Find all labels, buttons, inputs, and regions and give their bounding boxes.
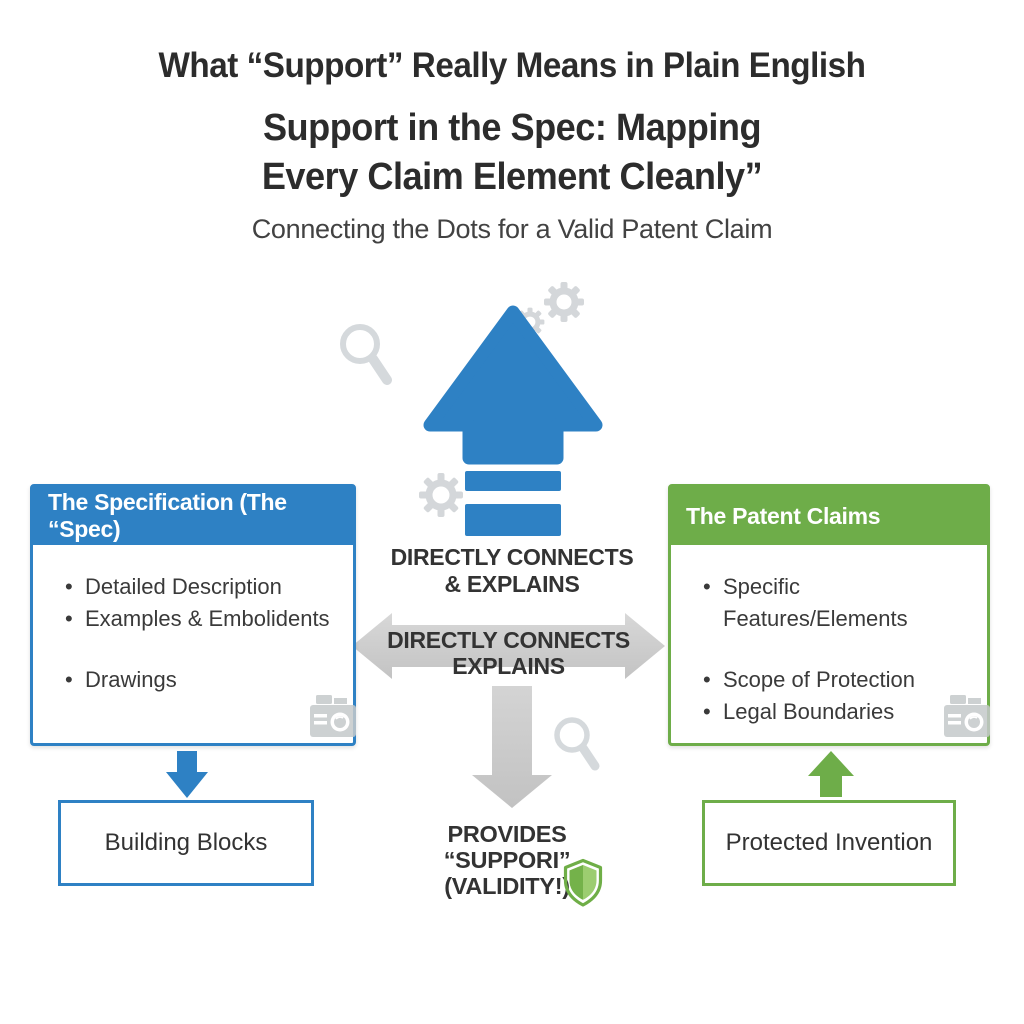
specification-box: The Specification (The “Spec) Detailed D… bbox=[30, 484, 356, 746]
bullet-label: Detailed Description bbox=[85, 574, 282, 599]
secondary-title-line1: Support in the Spec: Mapping bbox=[262, 107, 762, 149]
subtitle: Connecting the Dots for a Valid Patent C… bbox=[251, 214, 773, 244]
secondary-title: Support in the Spec: Mapping Every Claim… bbox=[26, 104, 999, 202]
bullet-item: Drawings bbox=[63, 664, 345, 696]
magnifier-icon bbox=[340, 324, 392, 385]
camera-icon bbox=[944, 695, 990, 737]
building-blocks-box: Building Blocks bbox=[58, 800, 314, 886]
bullet-item: Detailed Description bbox=[63, 571, 345, 603]
camera-icon bbox=[310, 695, 356, 737]
provides-support-label: PROVIDES “SUPPORI” (VALIDITY!) bbox=[397, 821, 617, 899]
protected-invention-label: Protected Invention bbox=[725, 829, 933, 856]
bullet-label: Drawings bbox=[85, 667, 177, 692]
bullet-label: Scope of Protection bbox=[723, 667, 916, 692]
bullet-label: Examples & Embolidents bbox=[85, 606, 330, 631]
horizontal-arrow-line2: EXPLAINS bbox=[452, 653, 565, 679]
patent-claims-box: The Patent Claims Specific Features/Elem… bbox=[668, 484, 990, 746]
patent-claims-box-title: The Patent Claims bbox=[686, 502, 881, 529]
gear-icon bbox=[419, 473, 463, 517]
connects-explains-label: DIRECTLY CONNECTS & EXPLAINS bbox=[352, 544, 672, 598]
provides-support-line3: (VALIDITY!) bbox=[444, 873, 570, 899]
spec-down-arrow bbox=[166, 751, 208, 798]
main-title: What “Support” Really Means in Plain Eng… bbox=[158, 46, 866, 85]
bullet-label: Specific Features/Elements bbox=[723, 574, 908, 631]
horizontal-arrow-line1: DIRECTLY CONNECTS bbox=[387, 627, 630, 653]
bullet-label: Legal Boundaries bbox=[723, 699, 895, 724]
connects-explains-line2: & EXPLAINS bbox=[444, 571, 580, 597]
patent-claims-box-header: The Patent Claims bbox=[671, 487, 987, 545]
gears-icon bbox=[515, 282, 584, 337]
big-up-arrow bbox=[423, 305, 603, 536]
bullet-item: Examples & Embolidents bbox=[63, 603, 345, 635]
specification-box-title: The Specification (The “Spec) bbox=[48, 489, 287, 542]
protected-invention-box: Protected Invention bbox=[702, 800, 956, 886]
magnifier-icon bbox=[554, 717, 600, 771]
provides-support-line2: “SUPPORI” bbox=[443, 847, 571, 873]
connects-explains-line1: DIRECTLY CONNECTS bbox=[390, 544, 634, 570]
provides-support-line1: PROVIDES bbox=[447, 821, 567, 847]
support-down-arrow bbox=[472, 686, 552, 808]
specification-box-header: The Specification (The “Spec) bbox=[33, 487, 353, 545]
secondary-title-line2: Every Claim Element Cleanly” bbox=[261, 156, 763, 198]
building-blocks-label: Building Blocks bbox=[104, 829, 268, 856]
shield-icon bbox=[563, 858, 603, 907]
bullet-item: Legal Boundaries bbox=[701, 696, 979, 728]
claims-bullet-list: Specific Features/Elements Scope of Prot… bbox=[671, 571, 987, 728]
specification-bullet-list: Detailed Description Examples & Embolide… bbox=[33, 571, 353, 696]
horizontal-arrow-label: DIRECTLY CONNECTS EXPLAINS bbox=[352, 627, 665, 679]
bullet-item: Specific Features/Elements bbox=[701, 571, 979, 635]
bullet-item: Scope of Protection bbox=[701, 664, 979, 696]
claims-up-arrow bbox=[808, 751, 854, 797]
horizontal-double-arrow bbox=[352, 613, 665, 679]
